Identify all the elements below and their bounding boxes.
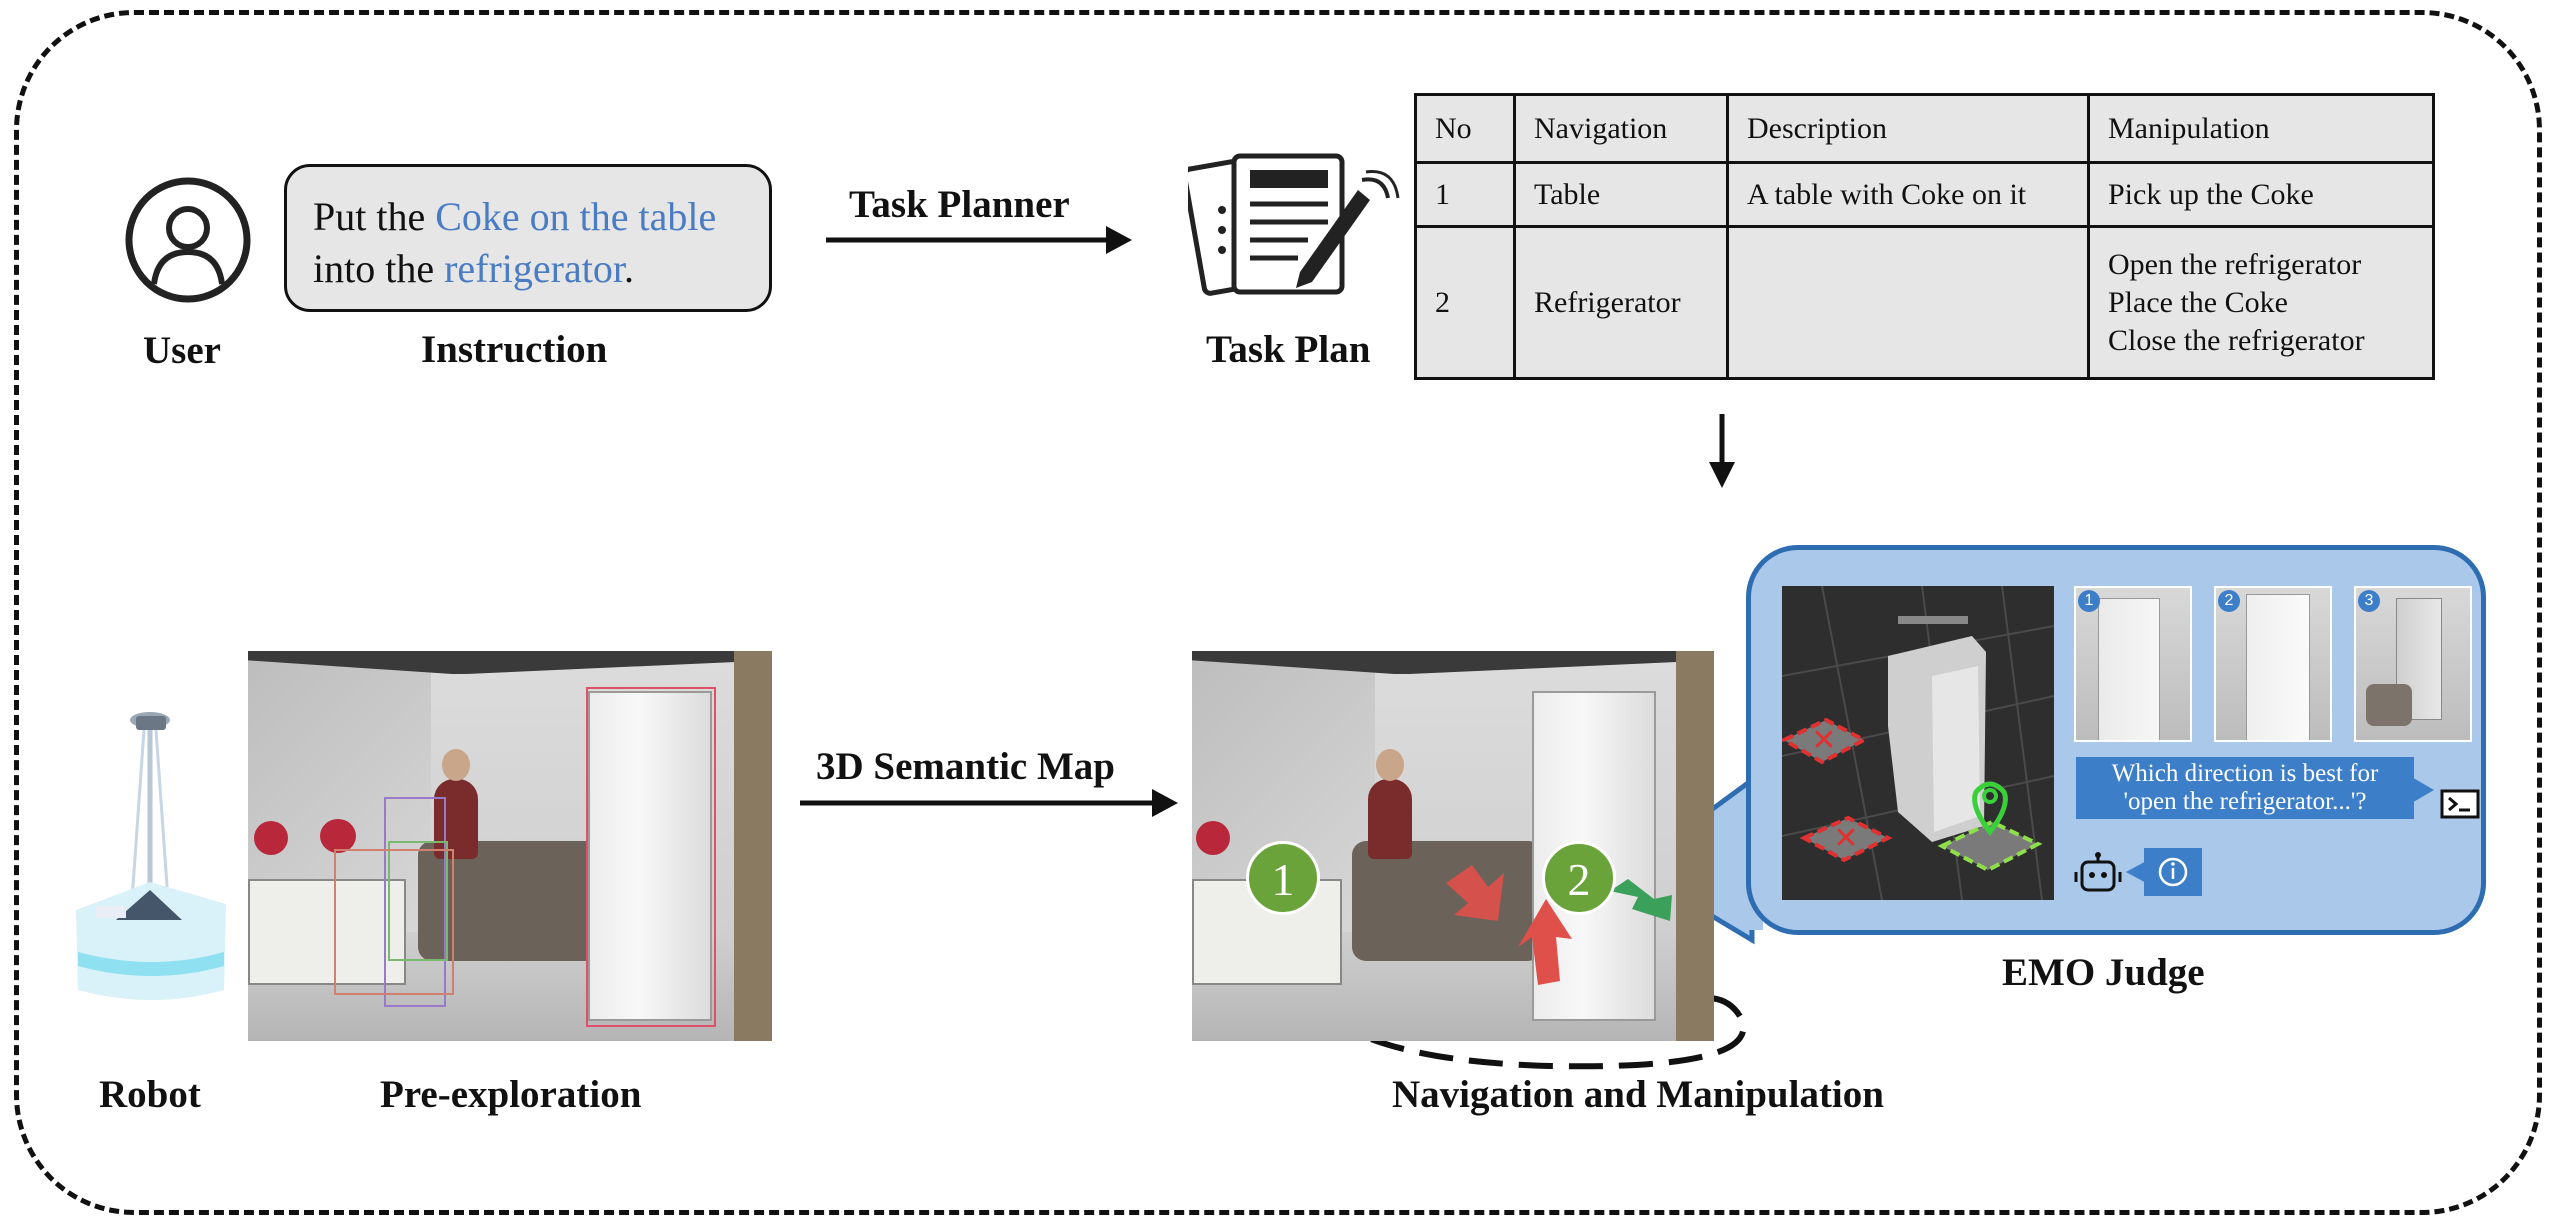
- instruction-label: Instruction: [421, 328, 608, 371]
- task-plan-label: Task Plan: [1206, 328, 1371, 371]
- instruction-highlight-object: Coke on the table: [435, 194, 717, 239]
- instruction-period: .: [623, 246, 634, 291]
- nav-marker: 1: [1246, 841, 1320, 915]
- emo-thumbnail: 2: [2214, 586, 2332, 742]
- table-row: 2 Refrigerator Open the refrigerator Pla…: [1414, 225, 2435, 380]
- answer-bubble: [2144, 848, 2202, 896]
- outer-frame: [14, 10, 2542, 1215]
- manipulation-step: Place the Coke: [2108, 285, 2288, 319]
- navigation-photo: 1 2: [1192, 651, 1714, 1041]
- task-plan-table: No Navigation Description Manipulation 1…: [1414, 93, 2435, 380]
- table-row: 1 Table A table with Coke on it Pick up …: [1414, 161, 2435, 228]
- cell-navigation: Refrigerator: [1513, 225, 1729, 380]
- task-planner-label: Task Planner: [849, 183, 1070, 226]
- instruction-text-2: into the: [313, 246, 445, 291]
- red-arrow: [1446, 865, 1504, 921]
- thumbnail-number: 1: [2078, 590, 2100, 612]
- emo-3d-map: ✕ ✕: [1782, 586, 2054, 900]
- semantic-map-label: 3D Semantic Map: [816, 745, 1115, 788]
- table-header-row: No Navigation Description Manipulation: [1414, 93, 2435, 164]
- instruction-highlight-target: refrigerator: [444, 246, 624, 291]
- cell-description: [1726, 225, 2090, 380]
- cell-manipulation: Pick up the Coke: [2087, 161, 2435, 228]
- plan-down-arrow: [1709, 414, 1735, 488]
- task-planner-arrow: [826, 226, 1132, 254]
- svg-text:✕: ✕: [1811, 723, 1836, 758]
- emo-thumbnail: 3: [2354, 586, 2472, 742]
- cell-navigation: Table: [1513, 161, 1729, 228]
- pre-exploration-photo: [248, 651, 772, 1041]
- robot-icon: [2074, 852, 2122, 896]
- header-navigation: Navigation: [1513, 93, 1729, 164]
- manipulation-step: Close the refrigerator: [2108, 323, 2365, 357]
- header-description: Description: [1726, 93, 2090, 164]
- thumbnail-number: 3: [2358, 590, 2380, 612]
- robot-label: Robot: [99, 1073, 201, 1116]
- emo-judge-label: EMO Judge: [2002, 951, 2205, 994]
- header-manipulation: Manipulation: [2087, 93, 2435, 164]
- instruction-box: Put the Coke on the table into the refri…: [284, 164, 772, 312]
- question-bubble: Which direction is best for 'open the re…: [2076, 757, 2414, 819]
- thumbnail-number: 2: [2218, 590, 2240, 612]
- question-line: 'open the refrigerator...'?: [2123, 788, 2367, 815]
- user-label: User: [143, 329, 221, 372]
- cell-no: 2: [1414, 225, 1516, 380]
- cell-description: A table with Coke on it: [1726, 161, 2090, 228]
- nav-marker: 2: [1542, 841, 1616, 915]
- info-icon: [2158, 857, 2188, 887]
- answer-bubble-tail: [2126, 860, 2148, 884]
- emo-thumbnail: 1: [2074, 586, 2192, 742]
- red-arrow: [1518, 899, 1572, 985]
- question-bubble-tail: [2410, 776, 2434, 804]
- user-icon: [124, 176, 252, 304]
- pre-exploration-label: Pre-exploration: [380, 1073, 642, 1116]
- instruction-text: Put the: [313, 194, 436, 239]
- semantic-map-arrow: [800, 789, 1178, 817]
- direction-arrows: [1446, 865, 1672, 985]
- header-no: No: [1414, 93, 1516, 164]
- robot-illustration: [56, 690, 236, 1010]
- task-plan-icon: [1188, 150, 1408, 300]
- manipulation-step: Open the refrigerator: [2108, 247, 2362, 281]
- cell-no: 1: [1414, 161, 1516, 228]
- nav-manip-label: Navigation and Manipulation: [1392, 1073, 1884, 1116]
- green-arrow: [1610, 879, 1672, 921]
- terminal-icon: [2440, 789, 2480, 819]
- cell-manipulation: Open the refrigerator Place the Coke Clo…: [2087, 225, 2435, 380]
- svg-text:✕: ✕: [1833, 821, 1858, 856]
- question-line: Which direction is best for: [2111, 760, 2379, 787]
